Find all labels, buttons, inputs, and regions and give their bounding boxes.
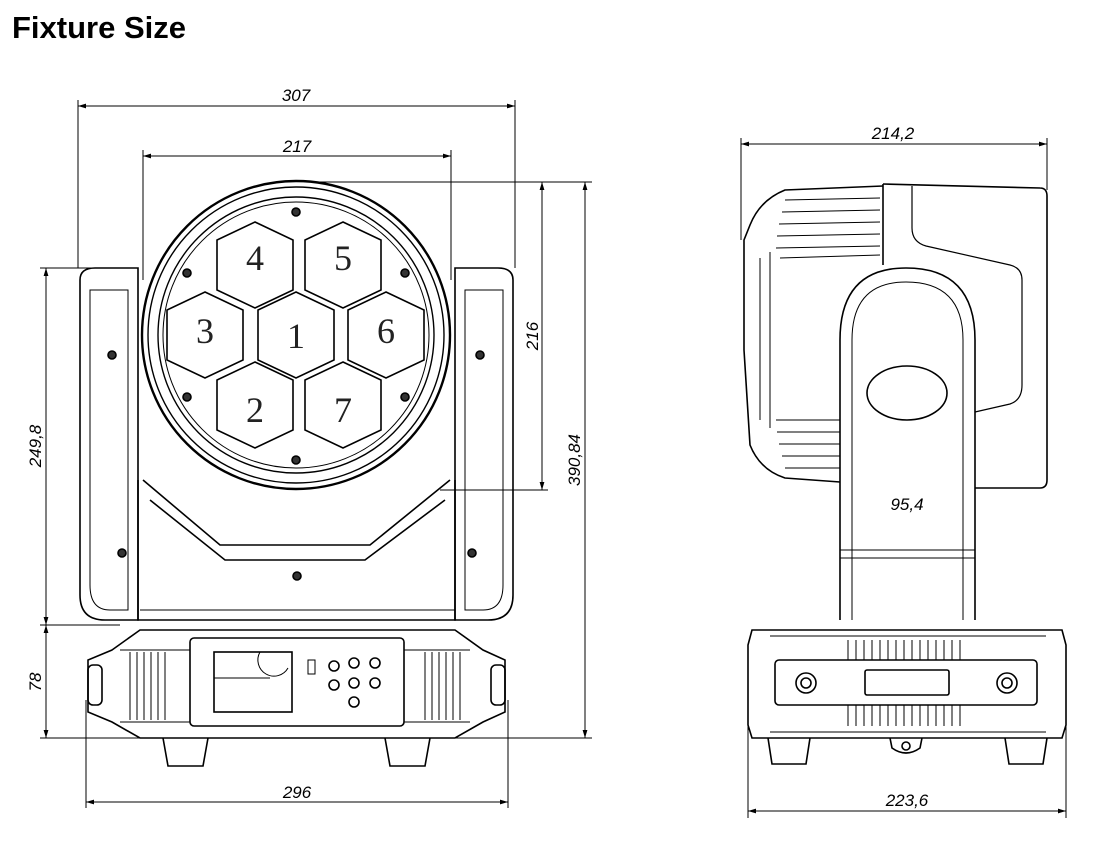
led-1 <box>257 291 335 379</box>
side-view <box>740 138 1067 818</box>
dim-base-depth: 223,6 <box>885 791 929 810</box>
led-2 <box>216 361 294 449</box>
led-label-1: 1 <box>287 316 305 356</box>
dim-base-width: 296 <box>282 783 312 802</box>
dim-overall-width: 307 <box>282 86 311 105</box>
led-label-2: 2 <box>246 390 264 430</box>
dim-lens-width: 217 <box>282 137 312 156</box>
led-label-3: 3 <box>196 311 214 351</box>
dim-base-height: 78 <box>26 672 45 691</box>
led-label-6: 6 <box>377 311 395 351</box>
front-view <box>40 100 592 808</box>
led-4 <box>216 221 294 309</box>
led-label-4: 4 <box>246 238 264 278</box>
led-label-7: 7 <box>334 390 352 430</box>
dim-arm-width: 95,4 <box>890 495 923 514</box>
led-6 <box>347 291 425 379</box>
led-5 <box>304 221 382 309</box>
dim-head-height: 216 <box>523 321 542 351</box>
led-7 <box>304 361 382 449</box>
dim-yoke-height: 249,8 <box>26 424 45 468</box>
dim-depth: 214,2 <box>871 124 915 143</box>
dim-total-height: 390,84 <box>565 434 584 486</box>
led-label-5: 5 <box>334 238 352 278</box>
led-3 <box>166 291 244 379</box>
page-title: Fixture Size <box>12 10 186 45</box>
